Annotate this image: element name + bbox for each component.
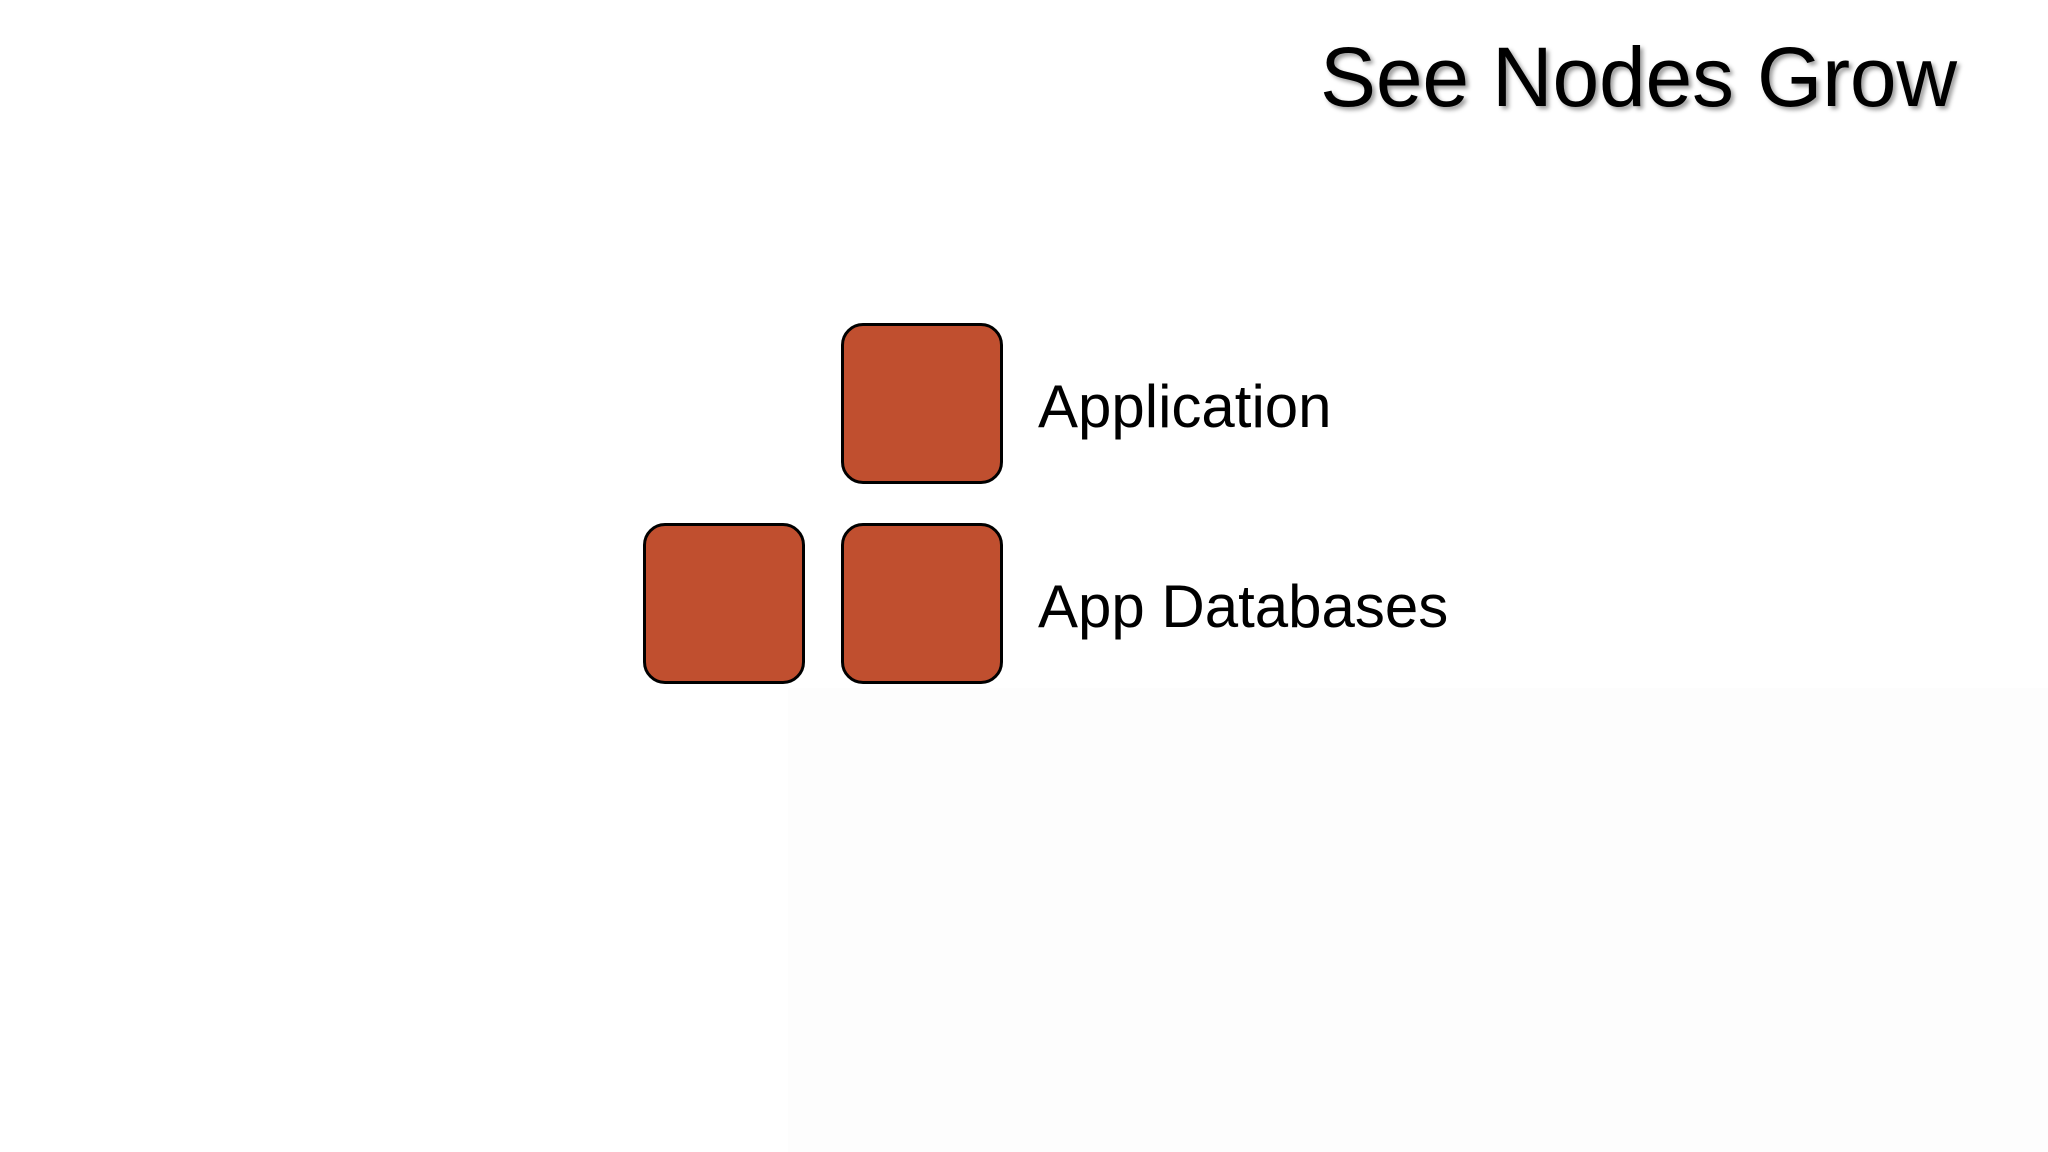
application-node[interactable] bbox=[841, 323, 1003, 484]
page-title: See Nodes Grow bbox=[1320, 30, 1957, 124]
row-label-application: Application bbox=[1038, 373, 1332, 440]
app-database-node-1[interactable] bbox=[643, 523, 805, 684]
row-label-app-databases: App Databases bbox=[1038, 573, 1449, 640]
app-database-node-2[interactable] bbox=[841, 523, 1003, 684]
background-panel bbox=[788, 688, 2048, 1152]
